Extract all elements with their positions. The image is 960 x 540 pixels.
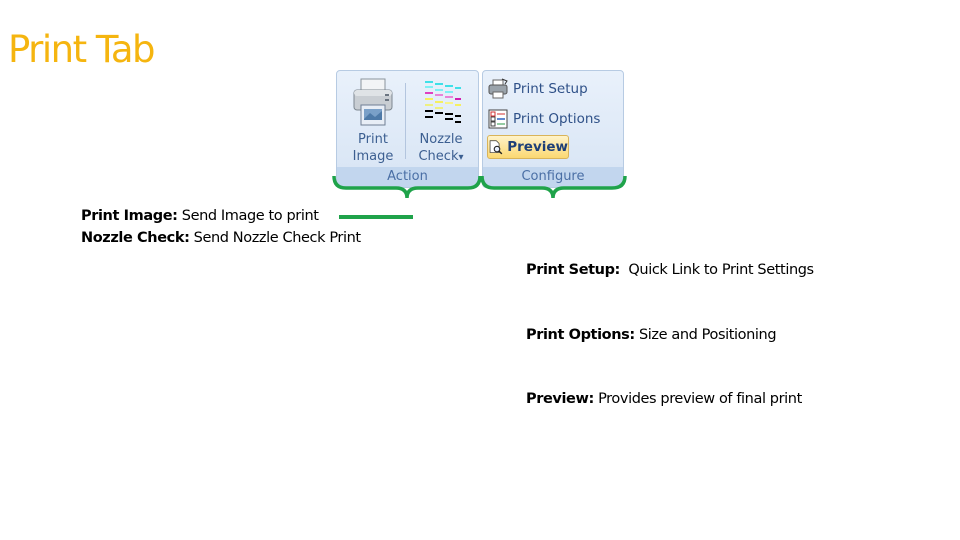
print-setup-label: Print Setup bbox=[513, 81, 588, 97]
nozzle-check-button[interactable]: Nozzle Check▾ bbox=[411, 75, 471, 164]
desc-print-setup: Print Setup: Quick Link to Print Setting… bbox=[526, 262, 814, 278]
action-descriptions: Print Image: Send Image to print Nozzle … bbox=[81, 206, 361, 249]
preview-label: Preview bbox=[507, 139, 568, 155]
print-image-label-1: Print bbox=[358, 132, 388, 147]
ribbon-group-action: Print Image Nozzle Check▾ bbox=[336, 70, 479, 188]
print-image-button[interactable]: Print Image bbox=[343, 75, 403, 164]
print-options-label: Print Options bbox=[513, 111, 601, 127]
print-options-icon bbox=[488, 109, 508, 129]
ribbon-print-tab: Print Image Nozzle Check▾ bbox=[336, 70, 624, 190]
desc-nozzle-check: Nozzle Check: Send Nozzle Check Print bbox=[81, 229, 361, 246]
configure-brace bbox=[480, 175, 627, 199]
print-options-button[interactable]: Print Options bbox=[487, 107, 619, 131]
desc-preview: Preview: Provides preview of final print bbox=[526, 391, 802, 407]
print-setup-button[interactable]: Print Setup bbox=[487, 77, 619, 101]
preview-icon bbox=[489, 140, 503, 155]
dropdown-arrow-icon[interactable]: ▾ bbox=[458, 152, 464, 163]
group-separator bbox=[405, 83, 406, 159]
preview-button[interactable]: Preview bbox=[487, 135, 569, 159]
action-brace bbox=[332, 175, 482, 199]
nozzle-check-label-1: Nozzle bbox=[419, 132, 463, 147]
configure-descriptions: Print Setup: Quick Link to Print Setting… bbox=[526, 217, 814, 432]
print-image-label-2: Image bbox=[352, 149, 394, 164]
connector-line bbox=[339, 215, 413, 219]
ribbon-group-configure: Print Setup Print Options Preview Config… bbox=[482, 70, 624, 188]
printer-icon bbox=[353, 78, 393, 126]
desc-print-image: Print Image: Send Image to print bbox=[81, 208, 319, 224]
group-label-configure: Configure bbox=[483, 167, 623, 187]
nozzle-check-label-2: Check bbox=[418, 149, 459, 164]
nozzle-check-icon bbox=[425, 81, 461, 123]
desc-print-options: Print Options: Size and Positioning bbox=[526, 326, 777, 343]
page-title: Print Tab bbox=[8, 28, 156, 71]
printer-setup-icon bbox=[488, 78, 508, 99]
group-label-action: Action bbox=[337, 167, 478, 187]
